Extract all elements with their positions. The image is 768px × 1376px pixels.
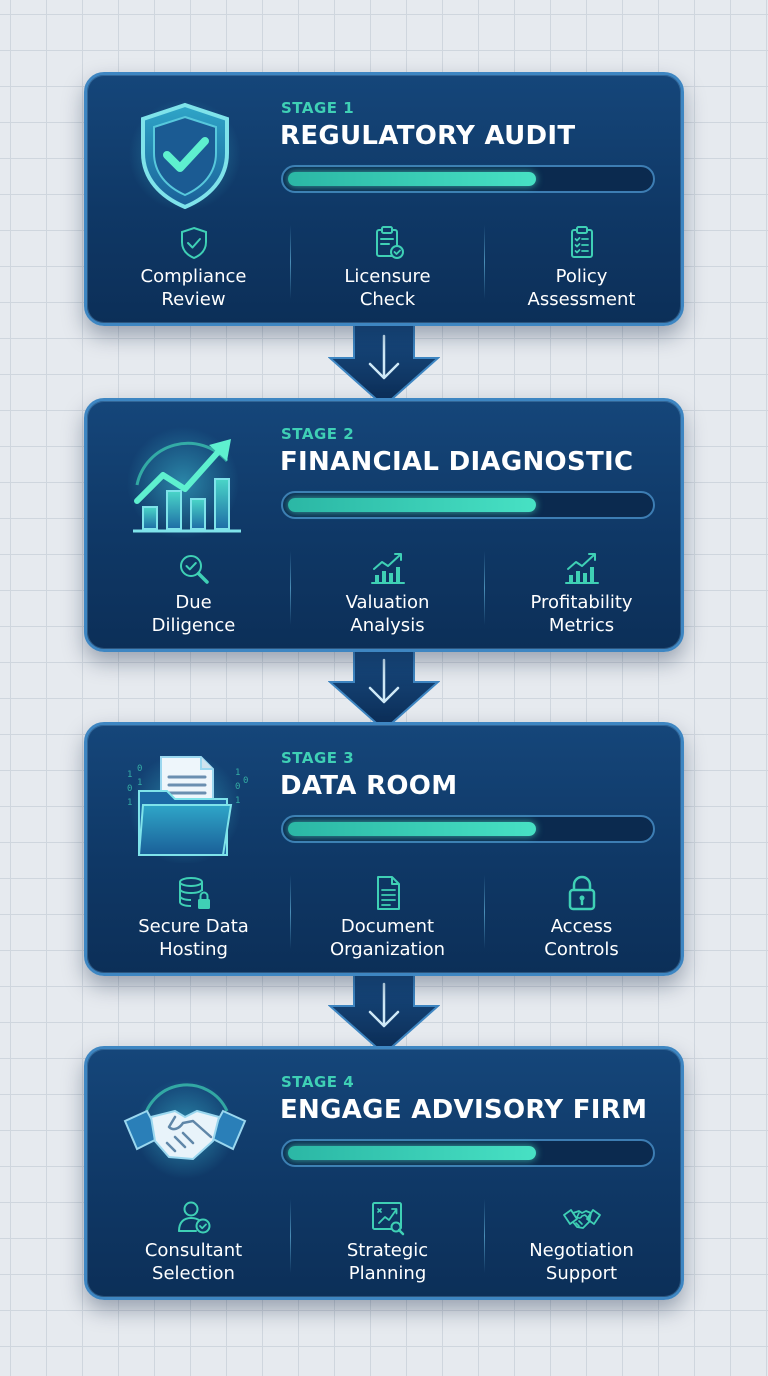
progress-fill — [288, 822, 536, 836]
item-secure-data-hosting: Secure Data Hosting — [97, 873, 290, 960]
database-lock-icon — [178, 877, 210, 909]
item-label: Access Controls — [544, 916, 619, 960]
svg-text:1: 1 — [235, 768, 240, 778]
stage-label: STAGE 3 — [281, 749, 355, 767]
item-label: Strategic Planning — [346, 1240, 429, 1284]
progress-fill — [288, 172, 536, 186]
item-strategic-planning: Strategic Planning — [291, 1197, 484, 1284]
padlock-icon — [568, 875, 595, 911]
strategy-board-icon — [371, 1202, 404, 1236]
progress-fill — [288, 498, 536, 512]
progress-track — [281, 815, 655, 843]
item-document-organization: Document Organization — [291, 873, 484, 960]
item-access-controls: Access Controls — [485, 873, 678, 960]
item-profitability-metrics: Profitability Metrics — [485, 549, 678, 636]
item-label: Policy Assessment — [527, 266, 636, 310]
stage-title: DATA ROOM — [280, 771, 458, 801]
shield-check-icon — [180, 226, 207, 260]
svg-text:0: 0 — [137, 764, 142, 774]
svg-text:1: 1 — [127, 798, 132, 808]
divider — [484, 551, 485, 625]
stage-label: STAGE 1 — [281, 99, 355, 117]
connector-arrow-3 — [328, 966, 440, 1056]
item-valuation-analysis: Valuation Analysis — [291, 549, 484, 636]
bar-chart-arrow-icon — [370, 553, 405, 584]
svg-text:0: 0 — [235, 782, 240, 792]
bar-chart-arrow-icon — [564, 553, 599, 584]
magnifier-check-icon — [179, 555, 209, 584]
item-policy-assessment: Policy Assessment — [485, 223, 678, 310]
divider — [290, 551, 291, 625]
stage-card-1: STAGE 1 REGULATORY AUDIT Compliance Revi… — [84, 72, 684, 326]
divider — [484, 1199, 485, 1273]
arrow-down-icon — [368, 658, 400, 704]
item-label: Due Diligence — [151, 592, 236, 636]
growth-chart-icon — [127, 427, 241, 539]
item-label: Negotiation Support — [529, 1240, 634, 1284]
stage-label: STAGE 4 — [281, 1073, 355, 1091]
divider — [290, 1199, 291, 1273]
item-label: Profitability Metrics — [530, 592, 633, 636]
clipboard-list-icon — [570, 226, 593, 258]
item-due-diligence: Due Diligence — [97, 549, 290, 636]
svg-text:1: 1 — [235, 796, 240, 806]
arrow-down-icon — [368, 334, 400, 380]
item-compliance-review: Compliance Review — [97, 223, 290, 310]
progress-fill — [288, 1146, 536, 1160]
item-label: Licensure Check — [344, 266, 431, 310]
stage-title: ENGAGE ADVISORY FIRM — [280, 1095, 648, 1125]
connector-arrow-1 — [328, 318, 440, 408]
divider — [290, 225, 291, 299]
stage-title: REGULATORY AUDIT — [280, 121, 576, 151]
progress-track — [281, 165, 655, 193]
user-check-icon — [177, 1201, 210, 1234]
progress-track — [281, 491, 655, 519]
item-label: Document Organization — [329, 916, 446, 960]
divider — [484, 225, 485, 299]
stage-card-2: STAGE 2 FINANCIAL DIAGNOSTIC Due Diligen… — [84, 398, 684, 652]
handshake-icon — [562, 1209, 601, 1229]
arrow-down-icon — [368, 982, 400, 1028]
item-negotiation-support: Negotiation Support — [485, 1197, 678, 1284]
svg-text:1: 1 — [137, 778, 142, 788]
divider — [290, 875, 291, 949]
stage-title: FINANCIAL DIAGNOSTIC — [280, 447, 634, 477]
connector-arrow-2 — [328, 642, 440, 732]
item-consultant-selection: Consultant Selection — [97, 1197, 290, 1284]
svg-text:1: 1 — [127, 770, 132, 780]
stage-card-4: STAGE 4 ENGAGE ADVISORY FIRM Consultant … — [84, 1046, 684, 1300]
item-label: Valuation Analysis — [345, 592, 430, 636]
item-label: Compliance Review — [140, 266, 247, 310]
progress-track — [281, 1139, 655, 1167]
divider — [484, 875, 485, 949]
item-licensure-check: Licensure Check — [291, 223, 484, 310]
shield-check-icon — [129, 99, 241, 211]
stage-label: STAGE 2 — [281, 425, 355, 443]
clipboard-check-icon — [375, 226, 404, 259]
document-icon — [376, 876, 400, 910]
handshake-icon — [123, 1079, 247, 1179]
item-label: Consultant Selection — [144, 1240, 243, 1284]
item-label: Secure Data Hosting — [138, 916, 249, 960]
svg-text:0: 0 — [127, 784, 132, 794]
svg-text:0: 0 — [243, 776, 248, 786]
